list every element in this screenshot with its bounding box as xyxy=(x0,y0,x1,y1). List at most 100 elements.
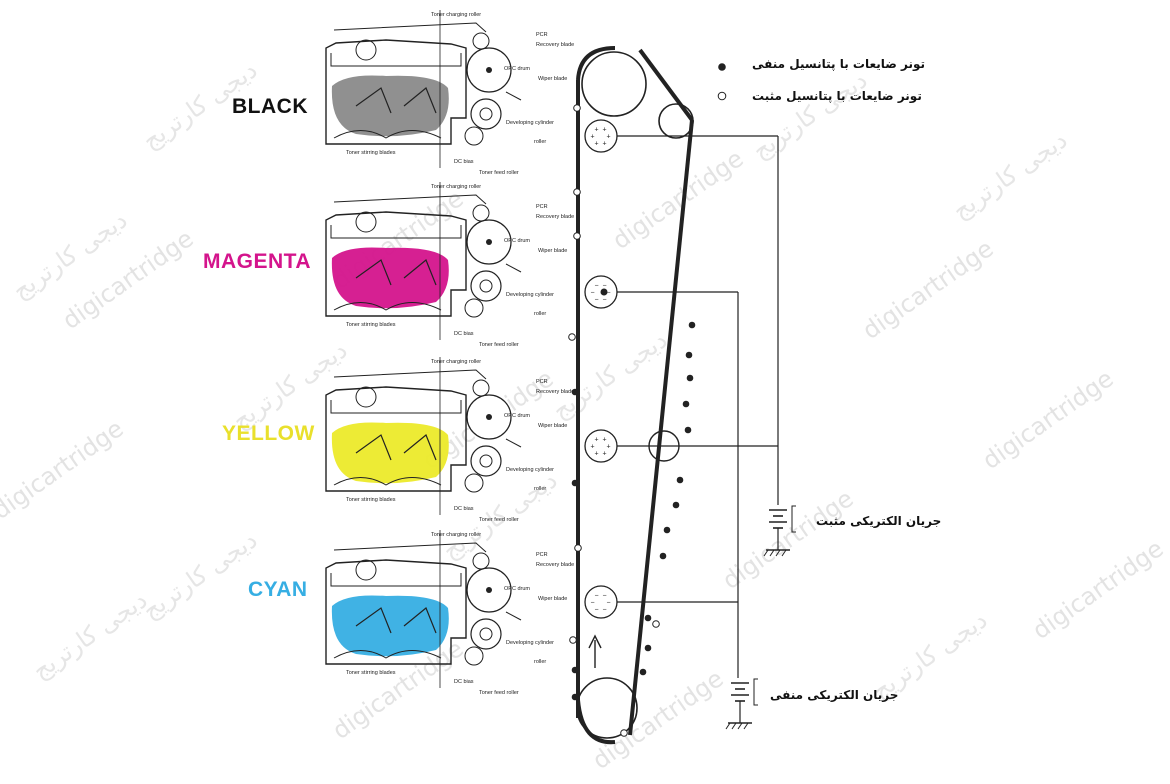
hollow-dot-icon xyxy=(717,91,727,101)
toner-feed-roller xyxy=(464,646,484,666)
cartridge-upper-wall xyxy=(330,400,462,414)
watermark-text: digicartridge xyxy=(977,364,1118,475)
cartridge-upper-wall xyxy=(330,225,462,239)
cartridge-top-edge xyxy=(333,194,487,205)
cartridge-top-edge xyxy=(333,542,487,553)
legend-negative-waste: تونر ضایعات با پتانسیل منفی xyxy=(752,57,926,71)
watermark-text: دیجی کارتریج xyxy=(947,126,1072,225)
developing-cylinder xyxy=(470,98,502,130)
drive-roller-top xyxy=(581,51,647,117)
label-opc-drum: OPC drum xyxy=(504,586,530,592)
opc-drum-axis xyxy=(486,587,492,593)
toner-fill xyxy=(331,422,449,484)
tension-roller xyxy=(658,103,694,139)
label-developing-cylinder: Developing cylinder xyxy=(506,292,554,298)
pcr-roller xyxy=(472,379,490,397)
stirring-blade xyxy=(403,434,437,461)
minus-sign: − xyxy=(595,593,599,600)
wiper-blade xyxy=(505,263,522,273)
label-dc-bias: DC bias xyxy=(454,679,474,685)
hollow-dot-icon xyxy=(573,232,581,240)
toner-feed-roller xyxy=(464,126,484,146)
filled-dot-icon xyxy=(571,388,579,396)
minus-sign: − xyxy=(595,296,599,303)
agitator-shaft xyxy=(355,386,377,408)
label-recovery-blade: Recovery blade xyxy=(536,562,574,568)
label-dc-bias: DC bias xyxy=(454,159,474,165)
filled-dot-icon xyxy=(600,288,608,296)
label-black: BLACK xyxy=(232,95,308,118)
developing-cylinder xyxy=(470,618,502,650)
label-pcr: PCR xyxy=(536,552,548,558)
stirring-blade xyxy=(403,259,437,286)
filled-dot-icon xyxy=(571,479,579,487)
transfer-belt: ++++++−−−−−−++++++−−−−−− xyxy=(576,46,694,745)
filled-dot-icon xyxy=(663,526,671,534)
agitator-shaft xyxy=(355,559,377,581)
legend-positive-waste: تونر ضایعات با پتانسیل مثبت xyxy=(752,89,922,103)
hollow-dot-icon xyxy=(573,104,581,112)
watermark-text: digicartridge xyxy=(0,414,129,525)
agitator-shaft xyxy=(355,211,377,233)
filled-dot-icon xyxy=(571,693,579,701)
stirring-blade xyxy=(355,607,392,634)
belt-right-run xyxy=(628,119,694,736)
belt-top-right-run xyxy=(638,48,694,122)
label-pcr: PCR xyxy=(536,379,548,385)
label-pcr: PCR xyxy=(536,32,548,38)
label-negative-current: جریان الکتریکی منفی xyxy=(770,688,899,702)
label-toner-feed-roller: Toner feed roller xyxy=(479,690,519,696)
label-toner-charging-roller: Toner charging roller xyxy=(431,184,481,190)
ground-icon xyxy=(763,549,769,557)
label-toner-stirring-blades: Toner stirring blades xyxy=(346,322,396,328)
label-yellow: YELLOW xyxy=(222,422,315,445)
watermark-text: digicartridge xyxy=(857,234,998,345)
developing-cylinder-core xyxy=(479,627,493,641)
label-magenta: MAGENTA xyxy=(203,250,312,273)
minus-sign: − xyxy=(603,593,607,600)
belt-top-arc xyxy=(576,46,616,81)
stirring-blade xyxy=(403,87,437,114)
ground-icon xyxy=(737,722,743,730)
hollow-dot-icon xyxy=(568,333,576,341)
filled-dot-icon xyxy=(718,63,726,71)
filled-dot-icon xyxy=(676,476,684,484)
stirring-blade xyxy=(355,87,392,114)
ground-icon xyxy=(775,549,781,557)
hollow-dot-icon xyxy=(652,620,660,628)
label-toner-stirring-blades: Toner stirring blades xyxy=(346,497,396,503)
positive-supply xyxy=(763,505,796,557)
label-developing-cylinder: Developing cylinder xyxy=(506,120,554,126)
label-toner-stirring-blades: Toner stirring blades xyxy=(346,150,396,156)
plus-sign: + xyxy=(603,140,607,147)
watermark-text: دیجی کارتریج xyxy=(27,586,152,685)
label-wiper-blade: Wiper blade xyxy=(538,248,567,254)
stirring-blade xyxy=(403,607,437,634)
ground-icon xyxy=(743,722,749,730)
developing-cylinder-core xyxy=(479,454,493,468)
plus-sign: + xyxy=(595,140,599,147)
cartridge-top-edge xyxy=(333,369,487,380)
bias-wiring xyxy=(617,135,796,730)
plus-sign: + xyxy=(603,127,607,134)
label-opc-drum: OPC drum xyxy=(504,238,530,244)
label-roller: roller xyxy=(534,311,546,317)
pcr-roller xyxy=(472,552,490,570)
label-wiper-blade: Wiper blade xyxy=(538,423,567,429)
ground-icon xyxy=(781,549,787,557)
label-cyan: CYAN xyxy=(248,578,308,601)
watermark-text: دیجی کارتریج xyxy=(547,326,672,425)
plus-sign: + xyxy=(607,134,611,141)
opc-drum-axis xyxy=(486,239,492,245)
label-toner-stirring-blades: Toner stirring blades xyxy=(346,670,396,676)
minus-sign: − xyxy=(603,296,607,303)
bracket xyxy=(753,678,758,706)
label-roller: roller xyxy=(534,486,546,492)
filled-dot-icon xyxy=(672,501,680,509)
label-recovery-blade: Recovery blade xyxy=(536,389,574,395)
